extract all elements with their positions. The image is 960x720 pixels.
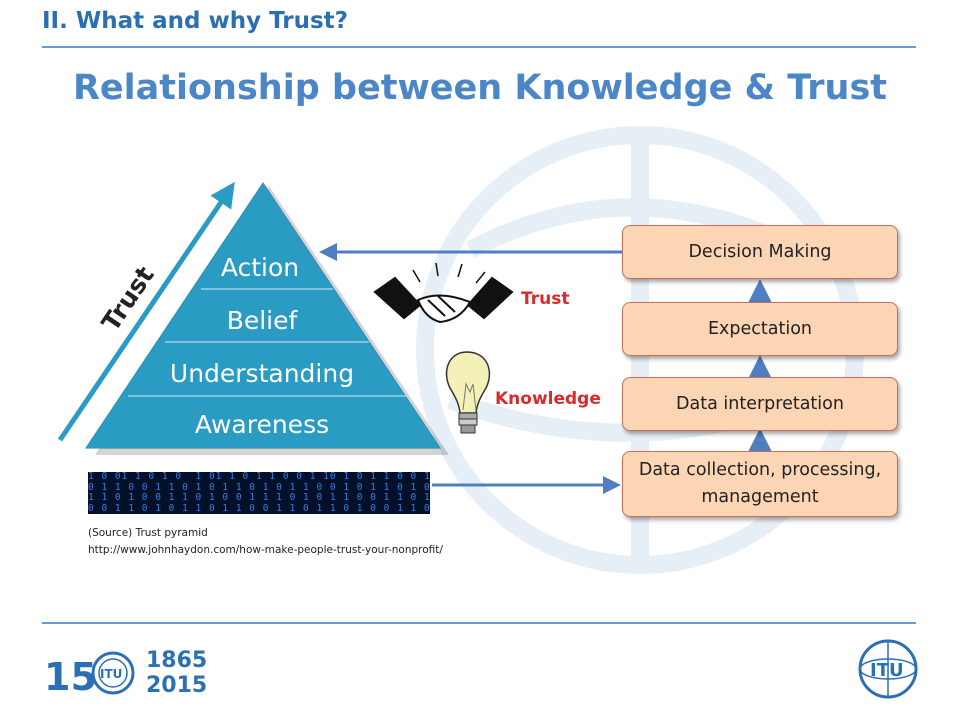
label-trust: Trust bbox=[521, 289, 570, 309]
pyramid-level-awareness: Awareness bbox=[195, 410, 329, 439]
year-end: 2015 bbox=[146, 673, 207, 698]
box-data-interpretation: Data interpretation bbox=[622, 377, 898, 431]
itu-logo-icon: ITU bbox=[858, 639, 918, 699]
box-expectation: Expectation bbox=[622, 302, 898, 356]
itu-150-globe-icon: ITU bbox=[91, 651, 135, 695]
year-start: 1865 bbox=[146, 648, 207, 673]
footer-divider bbox=[42, 622, 916, 624]
label-knowledge: Knowledge bbox=[495, 389, 601, 409]
source-citation: (Source) Trust pyramid http://www.johnha… bbox=[88, 525, 443, 559]
trust-pyramid: Action Belief Understanding Awareness bbox=[85, 182, 449, 455]
lightbulb-icon bbox=[445, 351, 491, 434]
source-url[interactable]: http://www.johnhaydon.com/how-make-peopl… bbox=[88, 544, 443, 556]
page-title: Relationship between Knowledge & Trust bbox=[72, 68, 888, 108]
pyramid-level-belief: Belief bbox=[227, 306, 299, 335]
pyramid-level-action: Action bbox=[221, 253, 299, 282]
box-data-collection: Data collection, processing, management bbox=[622, 451, 898, 517]
header-divider bbox=[42, 46, 916, 48]
handshake-icon bbox=[373, 262, 514, 324]
svg-text:ITU: ITU bbox=[870, 660, 904, 681]
binary-data-image: 1 0 01 1 0 1 0 1 01 1 0 1 1 0 0 1 10 1 0… bbox=[88, 472, 430, 514]
section-title: II. What and why Trust? bbox=[42, 8, 349, 34]
source-line-1: (Source) Trust pyramid bbox=[88, 527, 208, 539]
trust-axis-arrow bbox=[57, 181, 235, 442]
svg-text:ITU: ITU bbox=[100, 667, 122, 681]
pyramid-level-understanding: Understanding bbox=[170, 359, 354, 388]
box-decision-making: Decision Making bbox=[622, 225, 898, 279]
trust-axis-label: Trust bbox=[96, 261, 160, 336]
